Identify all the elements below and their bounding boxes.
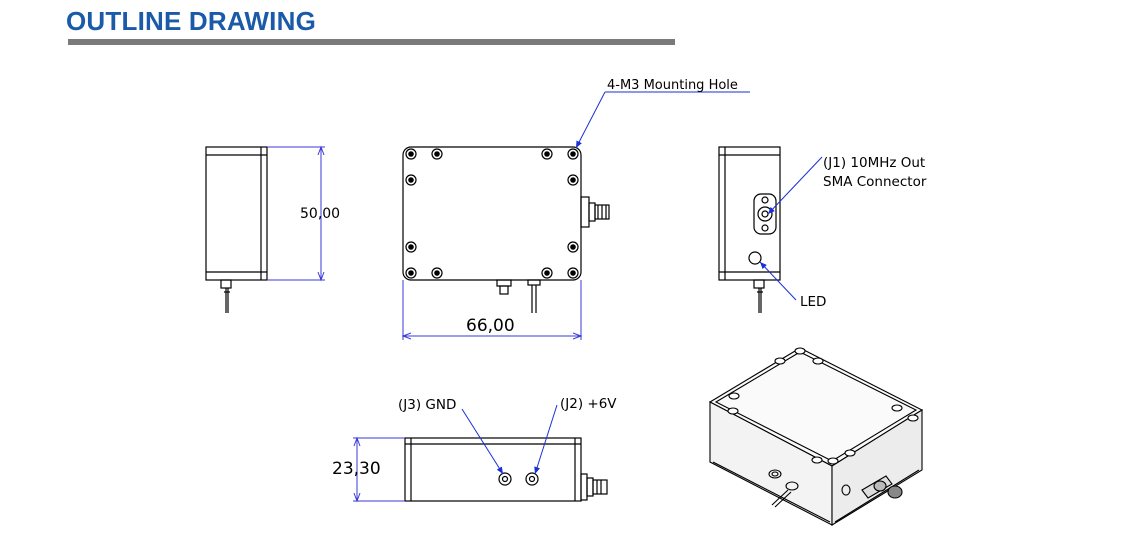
j3-label: (J3) GND: [398, 397, 456, 413]
right-side-view: [718, 146, 781, 313]
mounting-hole-leader: [575, 91, 750, 149]
j1-label-line1: (J1) 10MHz Out: [823, 155, 925, 171]
isometric-view: [708, 347, 924, 526]
led-label: LED: [800, 294, 826, 310]
page-title: OUTLINE DRAWING: [66, 6, 316, 36]
j2-leader: [534, 404, 558, 475]
height-dimension-label: 50,00: [300, 206, 340, 222]
width-dimension-label: 66,00: [466, 316, 515, 336]
height-dimension: [267, 145, 325, 282]
front-view: [404, 437, 608, 502]
mounting-hole-label: 4-M3 Mounting Hole: [607, 78, 738, 93]
depth-dimension: [353, 436, 405, 503]
led-leader: [759, 261, 797, 301]
j2-label: (J2) +6V: [560, 396, 617, 412]
left-side-view: [205, 146, 268, 313]
depth-dimension-label: 23,30: [332, 459, 381, 479]
j1-label-line2: SMA Connector: [823, 174, 927, 190]
width-dimension: [401, 280, 583, 340]
mounting-holes: [405, 148, 579, 279]
j1-leader: [767, 156, 823, 215]
j3-leader: [461, 408, 504, 475]
top-view: [402, 146, 610, 313]
title-underline: [68, 39, 675, 45]
